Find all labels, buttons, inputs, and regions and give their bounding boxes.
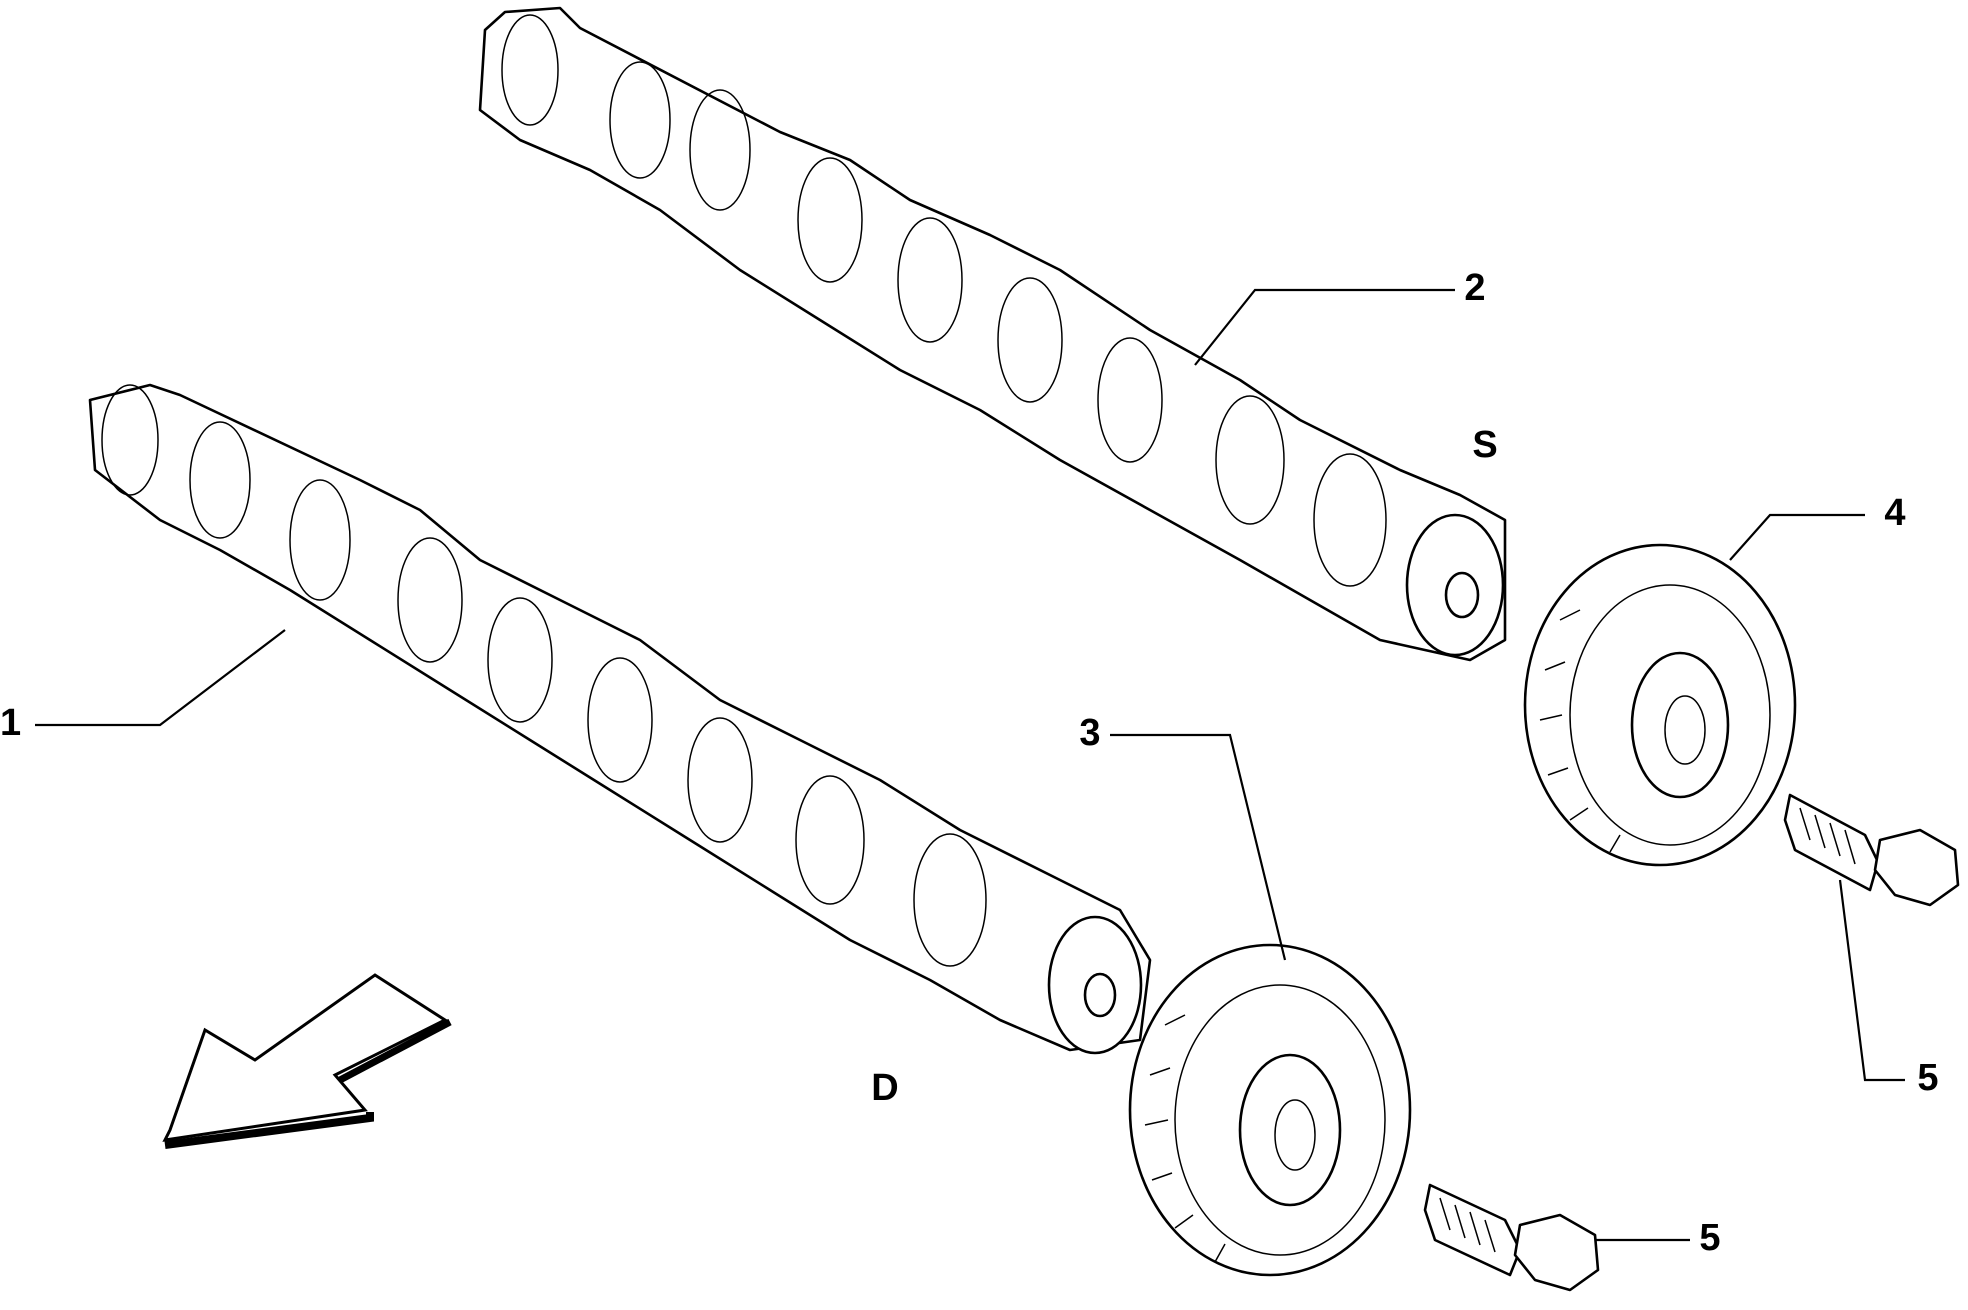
- side-label-s: S: [1472, 424, 1497, 466]
- callout-1: 1: [0, 702, 21, 744]
- leader-4: [1729, 513, 1865, 561]
- bolt-lower[interactable]: [1423, 1183, 1600, 1292]
- direction-arrow-icon: [162, 973, 452, 1149]
- callout-3: 3: [1079, 712, 1100, 754]
- gear-d[interactable]: [1128, 943, 1412, 1277]
- camshaft-s[interactable]: [478, 6, 1507, 662]
- callout-5-upper: 5: [1917, 1057, 1938, 1099]
- leader-1: [35, 629, 286, 727]
- bolt-upper[interactable]: [1783, 793, 1960, 907]
- callout-4: 4: [1884, 492, 1905, 534]
- callout-5-lower: 5: [1699, 1217, 1720, 1259]
- callout-2: 2: [1464, 267, 1485, 309]
- leader-3: [1110, 733, 1287, 961]
- side-label-d: D: [871, 1067, 898, 1109]
- camshaft-d[interactable]: [88, 383, 1152, 1055]
- leader-5-upper: [1838, 879, 1905, 1082]
- gear-s[interactable]: [1523, 543, 1797, 867]
- leader-2: [1194, 288, 1455, 366]
